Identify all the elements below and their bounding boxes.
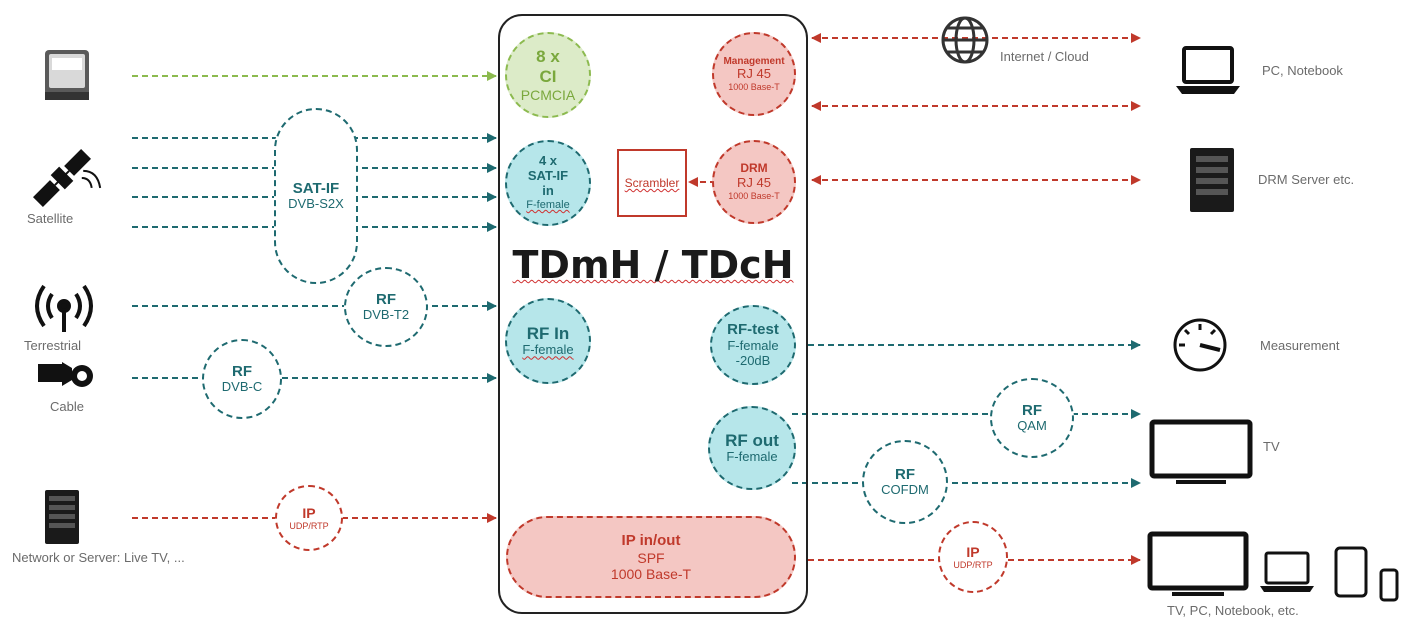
server-icon: [45, 490, 79, 544]
internet-label: Internet / Cloud: [1000, 49, 1089, 64]
tablet-icon: [1334, 546, 1368, 598]
tv-label: TV: [1263, 439, 1280, 454]
drm-server-label: DRM Server etc.: [1258, 172, 1355, 187]
measurement-label: Measurement: [1260, 338, 1340, 353]
pc-label: PC, Notebook: [1262, 63, 1343, 78]
rf-cofdm-group: RF COFDM: [862, 440, 948, 524]
ci-module-icon: [45, 50, 89, 100]
scrambler-box: Scrambler: [617, 149, 687, 217]
ip-out-group: IP UDP/RTP: [938, 521, 1008, 593]
gauge-icon: [1173, 318, 1227, 372]
satellite-icon: [33, 149, 102, 207]
rf-test-port: RF-test F-female -20dB: [710, 305, 796, 385]
satif-group: SAT-IF DVB-S2X: [274, 108, 358, 284]
terrestrial-label: Terrestrial: [24, 338, 82, 353]
rf-out-port: RF out F-female: [708, 406, 796, 490]
rf-c-group: RF DVB-C: [202, 339, 282, 419]
satellite-label: Satellite: [27, 211, 74, 226]
cable-label: Cable: [50, 399, 84, 414]
tv-icon: [1147, 531, 1249, 596]
antenna-icon: [35, 284, 93, 332]
device-box: [498, 14, 808, 614]
laptop-icon: [1176, 46, 1240, 94]
rf-t2-group: RF DVB-T2: [344, 267, 428, 347]
ci-port: 8 x CI PCMCIA: [505, 32, 591, 118]
satif-in-port: 4 x SAT-IF in F-female: [505, 140, 591, 226]
drm-port: DRM RJ 45 1000 Base-T: [712, 140, 796, 224]
rf-qam-group: RF QAM: [990, 378, 1074, 458]
server-icon: [1190, 148, 1234, 212]
globe-icon: [941, 16, 989, 64]
rf-in-port: RF In F-female: [505, 298, 591, 384]
cable-icon: [38, 362, 93, 387]
tv-icon: [1149, 419, 1253, 484]
device-title: TDmH / TDcH: [512, 243, 794, 287]
laptop-icon: [1260, 551, 1314, 592]
ip-in-group: IP UDP/RTP: [275, 485, 343, 551]
network-label: Network or Server: Live TV, ...: [12, 550, 185, 565]
management-port: Management RJ 45 1000 Base-T: [712, 32, 796, 116]
smartphone-icon: [1379, 568, 1399, 602]
devices-label: TV, PC, Notebook, etc.: [1167, 603, 1299, 618]
ip-inout-port: IP in/out SPF 1000 Base-T: [506, 516, 796, 598]
